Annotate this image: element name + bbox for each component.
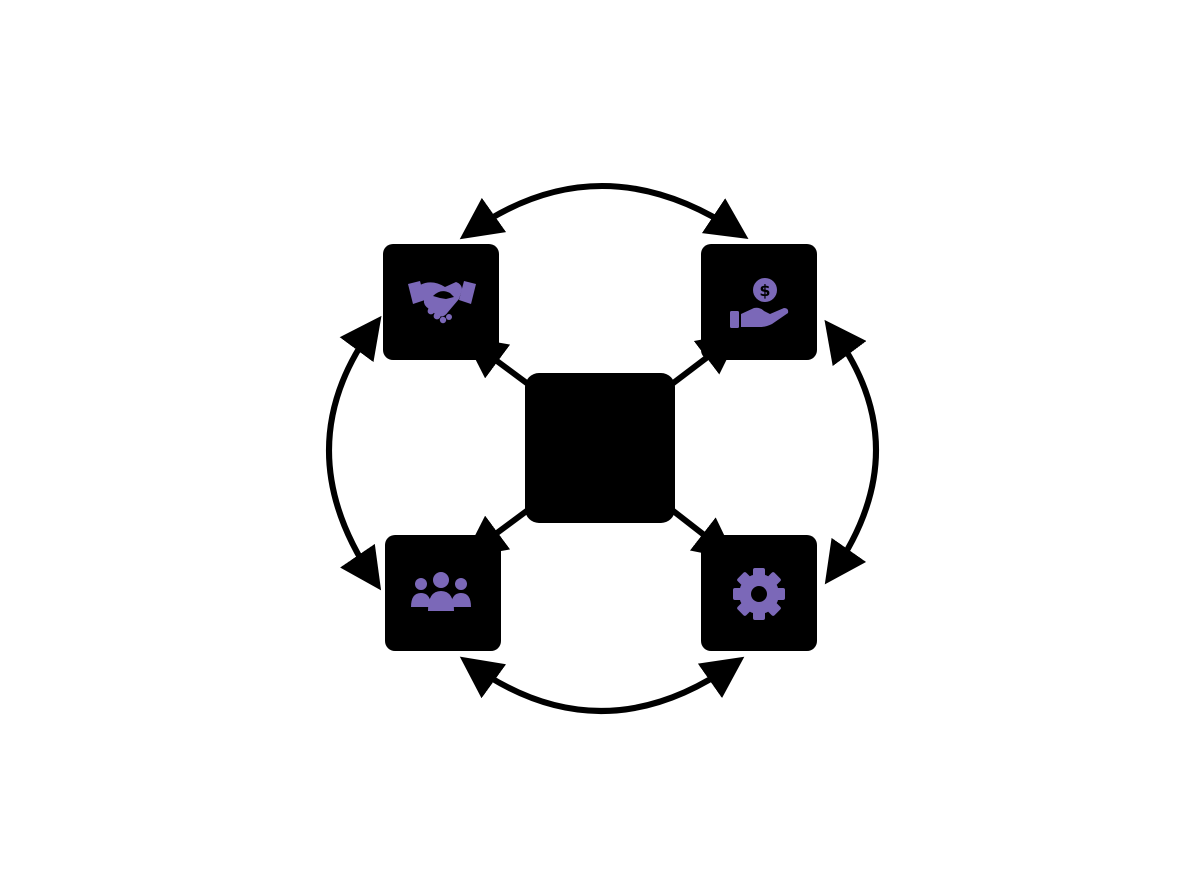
node-top-right: $ (701, 244, 817, 360)
hand-dollar-icon: $ (730, 278, 789, 328)
handshake-icon (408, 281, 476, 324)
gear-icon (733, 568, 785, 620)
hub-box (525, 373, 675, 523)
arrow-top-left-to-top-right (459, 183, 749, 240)
arrow-top-right-to-bottom-right (824, 319, 879, 585)
node-bottom-right (701, 535, 817, 651)
team-icon (411, 572, 471, 611)
arrow-bottom-right-to-bottom-left (459, 656, 745, 714)
svg-text:$: $ (759, 281, 770, 300)
node-top-left (383, 244, 499, 360)
cycle-arrows (326, 183, 879, 714)
node-bottom-left (385, 535, 501, 651)
node-box (701, 244, 817, 360)
arrow-bottom-left-to-top-left (326, 315, 382, 591)
